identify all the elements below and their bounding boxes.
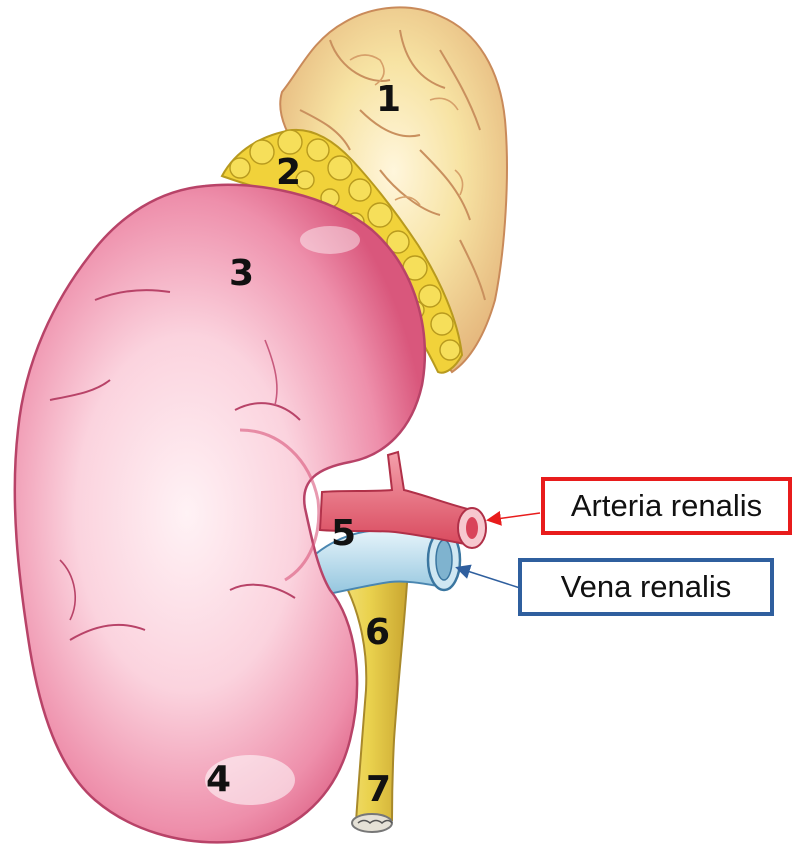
ureter bbox=[327, 558, 410, 833]
vena-renalis-text: Vena renalis bbox=[560, 569, 732, 604]
arteria-renalis-label: Arteria renalis bbox=[541, 477, 792, 535]
label-number-1: 1 bbox=[376, 79, 402, 120]
label-number-6: 6 bbox=[365, 612, 391, 653]
renal-vein bbox=[298, 527, 462, 600]
label-number-7: 7 bbox=[366, 769, 392, 810]
vena-renalis-label: Vena renalis bbox=[518, 558, 774, 616]
label-number-3: 3 bbox=[229, 253, 255, 294]
label-number-5: 5 bbox=[331, 513, 357, 554]
kidney bbox=[13, 183, 426, 844]
label-number-2: 2 bbox=[276, 152, 302, 193]
arteria-renalis-text: Arteria renalis bbox=[570, 488, 763, 523]
label-number-4: 4 bbox=[206, 759, 232, 800]
renal-artery bbox=[318, 450, 487, 549]
